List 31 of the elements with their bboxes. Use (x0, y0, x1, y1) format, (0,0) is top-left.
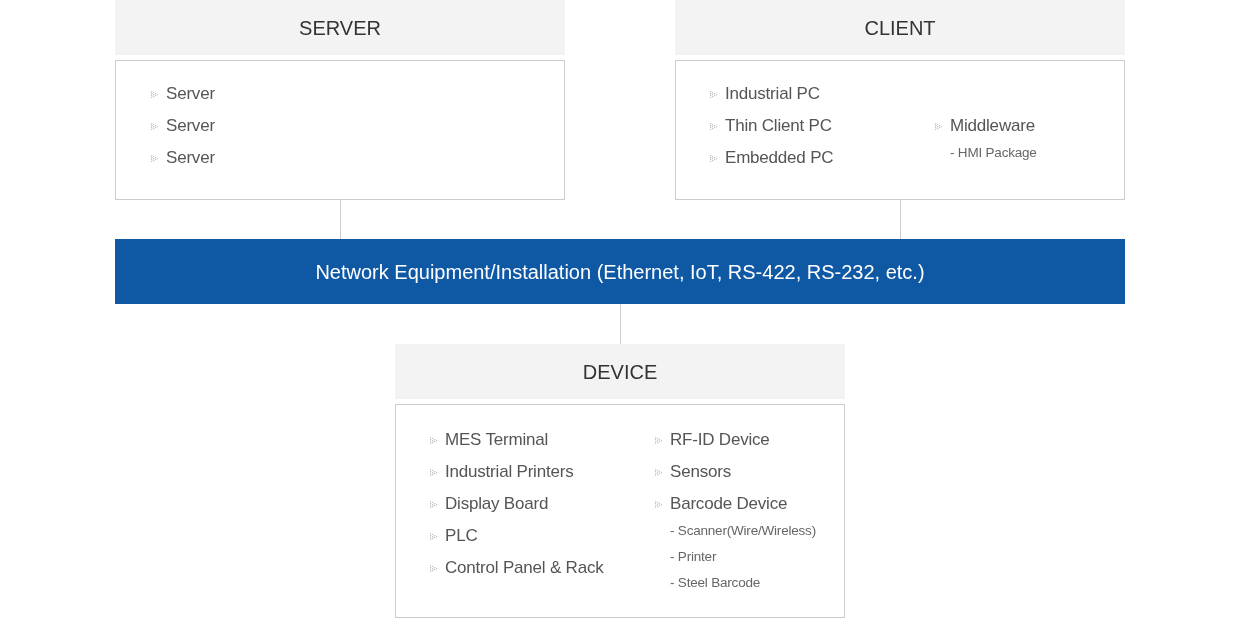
list-panel (115, 60, 565, 200)
list-item: Control Panel & Rack (445, 558, 604, 578)
list-item: Sensors (670, 462, 731, 482)
bar-label: Network Equipment/Installation (Ethernet, IoT, RS-422, RS-232, etc.) (314, 259, 926, 284)
sub-list-item: - Printer (670, 549, 717, 565)
sub-list-item: - Scanner(Wire/Wireless) (670, 523, 816, 539)
header-band (395, 344, 845, 399)
list-item: Server (166, 84, 215, 104)
list-item: MES Terminal (445, 430, 549, 450)
list-panel (395, 404, 845, 618)
connector-line (900, 199, 901, 240)
network-bar (115, 239, 1125, 304)
header-title: CLIENT (863, 15, 937, 40)
header-title: DEVICE (581, 359, 659, 384)
sub-list-item: - HMI Package (950, 145, 1037, 161)
list-item: Embedded PC (725, 148, 834, 168)
list-item: PLC (445, 526, 478, 546)
list-item: Server (166, 116, 215, 136)
list-item: Middleware (950, 116, 1035, 136)
list-item: Industrial Printers (445, 462, 574, 482)
connector-line (340, 199, 341, 240)
connector-line (620, 303, 621, 345)
list-panel (675, 60, 1125, 200)
list-item: Industrial PC (725, 84, 820, 104)
list-item: Display Board (445, 494, 549, 514)
list-item: RF-ID Device (670, 430, 770, 450)
list-item: Server (166, 148, 215, 168)
list-item: Thin Client PC (725, 116, 832, 136)
sub-list-item: - Steel Barcode (670, 575, 761, 591)
header-title: SERVER (298, 15, 382, 40)
list-item: Barcode Device (670, 494, 788, 514)
